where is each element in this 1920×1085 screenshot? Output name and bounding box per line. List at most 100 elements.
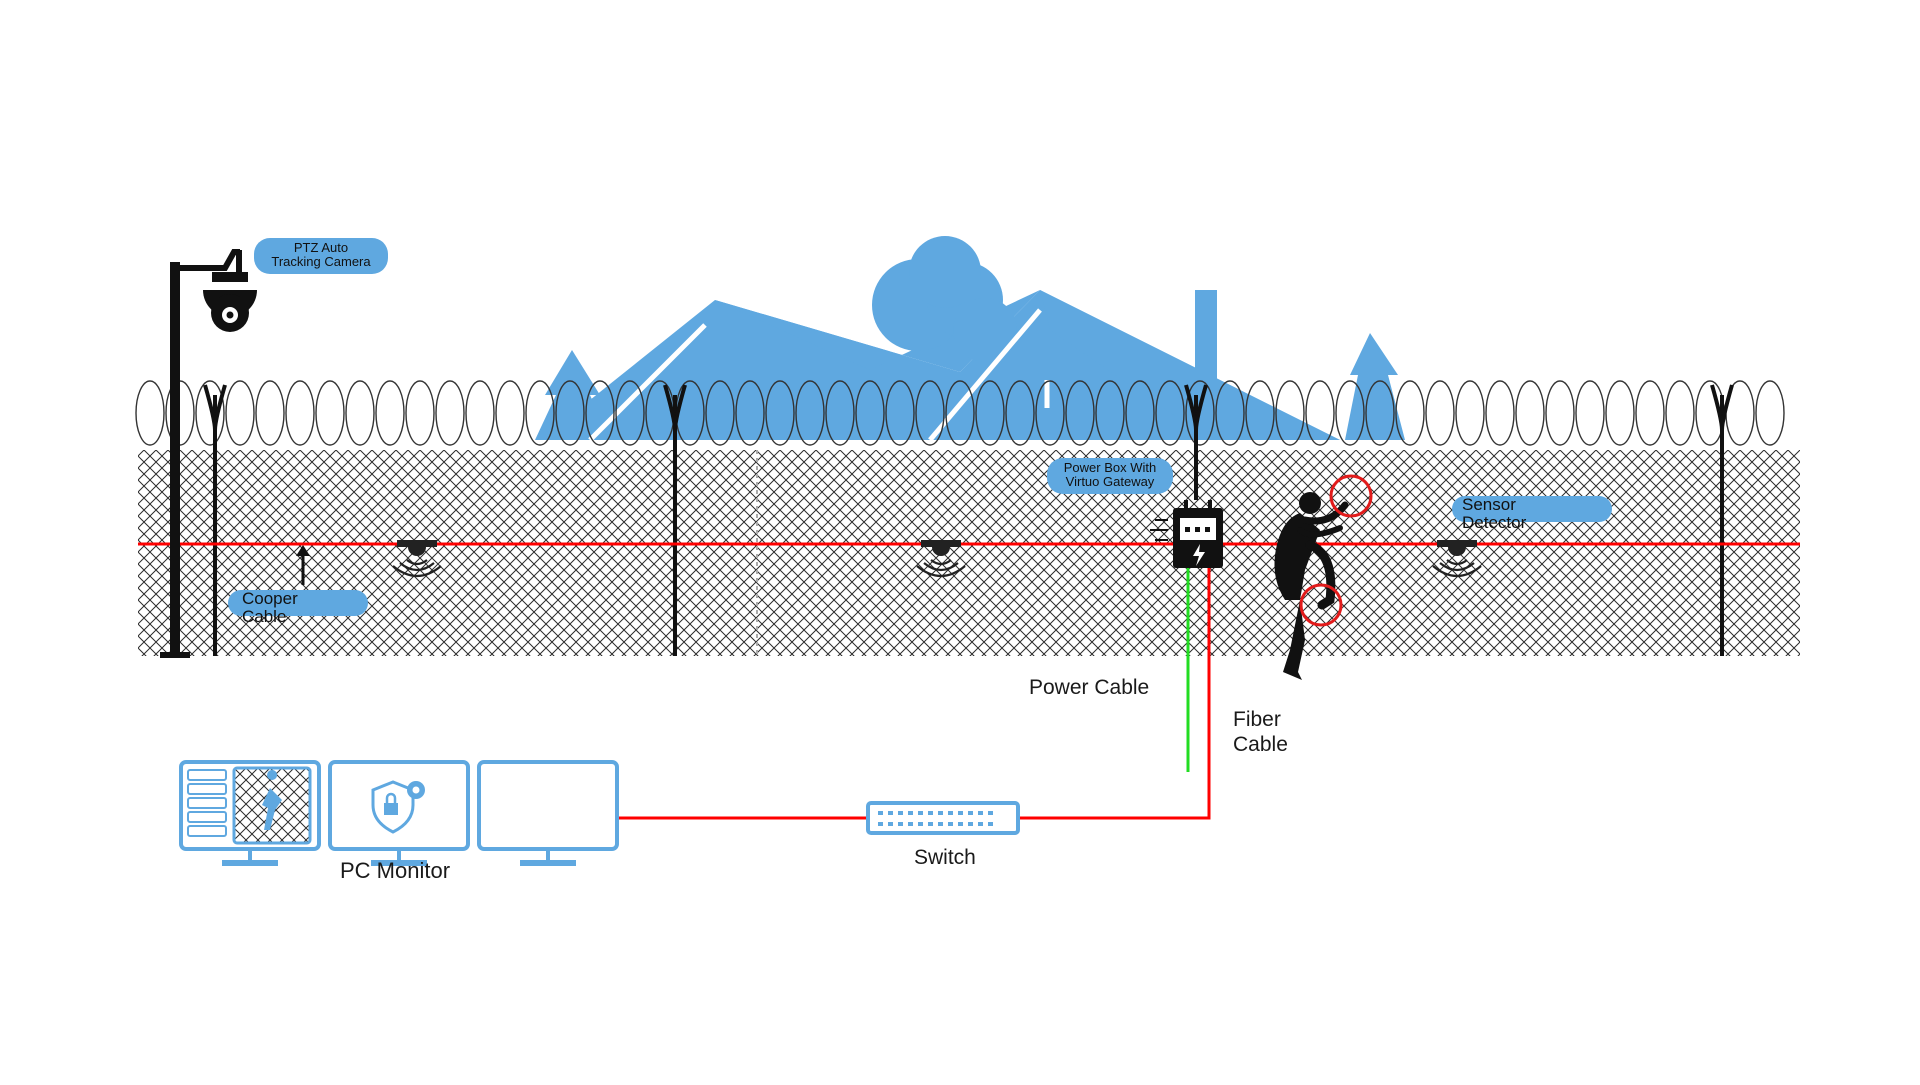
copper-cable-label-line-1: Cooper <box>242 589 298 608</box>
razor-wire-coil <box>1665 380 1695 446</box>
razor-wire-coil <box>855 380 885 446</box>
razor-wire-coil <box>1605 380 1635 446</box>
razor-wire-coil <box>1305 380 1335 446</box>
monitor-icon <box>179 760 321 866</box>
switch-port <box>888 811 893 815</box>
razor-wire-coil <box>255 380 285 446</box>
razor-wire-coil <box>945 380 975 446</box>
switch-port <box>988 811 993 815</box>
razor-wire-coil <box>885 380 915 446</box>
razor-wire-coil <box>465 380 495 446</box>
fiber-cable-to-switch <box>1018 568 1211 820</box>
razor-wire-coil <box>585 380 615 446</box>
razor-wire-coil <box>1185 380 1215 446</box>
razor-wire-coil <box>1245 380 1275 446</box>
razor-wire-coil <box>1335 380 1365 446</box>
ptz-dome-camera-icon <box>160 249 257 658</box>
sensor-detector-label-line-1: Sensor <box>1462 495 1516 514</box>
razor-wire-coil <box>525 380 555 446</box>
razor-wire-coil <box>705 380 735 446</box>
razor-wire-coil <box>285 380 315 446</box>
razor-wire-coil <box>1155 380 1185 446</box>
razor-wire-coil <box>1455 380 1485 446</box>
fence-posts <box>203 384 1734 656</box>
razor-wire-coil <box>495 380 525 446</box>
razor-wire-coil <box>1755 380 1785 446</box>
razor-wire-coil <box>1365 380 1395 446</box>
razor-wire-coil <box>195 380 225 446</box>
fiber-cable-label-line-2: Cable <box>1233 733 1288 757</box>
razor-wire-coil <box>135 380 165 446</box>
switch-port <box>898 822 903 826</box>
camera-label-line-1: PTZ Auto <box>293 240 349 255</box>
copper-cable-arrow-icon <box>296 545 310 585</box>
fiber-cable-label: Fiber Cable <box>1233 707 1288 757</box>
switch-port <box>938 811 943 815</box>
monitor-icon <box>477 760 619 866</box>
razor-wire-coil <box>1275 380 1305 446</box>
razor-wire-coil <box>225 380 255 446</box>
house-windows <box>588 308 1050 442</box>
switch-port <box>978 822 983 826</box>
camera-label-line-2: Tracking Camera <box>271 253 371 269</box>
switch-port <box>898 811 903 815</box>
switch-port <box>908 811 913 815</box>
switch-port <box>988 822 993 826</box>
switch-port <box>958 811 963 815</box>
razor-wire-coil <box>915 380 945 446</box>
power-box-label: Power Box With Virtuo Gateway <box>1047 458 1173 494</box>
switch-port <box>968 811 973 815</box>
switch-port <box>928 811 933 815</box>
razor-wire-coil <box>1575 380 1605 446</box>
razor-wire-coil <box>1215 380 1245 446</box>
power-box-icon <box>1150 500 1223 568</box>
razor-wire-coil <box>375 380 405 446</box>
razor-wire-coil <box>435 380 465 446</box>
switch-port <box>968 822 973 826</box>
razor-wire-coil <box>1065 380 1095 446</box>
razor-wire-coil <box>1485 380 1515 446</box>
copper-cable-label: Cooper Cable <box>228 589 368 625</box>
switch-port <box>928 822 933 826</box>
monitor-icon <box>328 760 470 866</box>
razor-wire-coil <box>1425 380 1455 446</box>
vibration-sensor-icon <box>915 540 967 578</box>
switch-port <box>938 822 943 826</box>
power-box-label-line-2: Virtuo Gateway <box>1065 473 1155 489</box>
razor-wire-coil <box>1635 380 1665 446</box>
razor-wire-coil <box>1545 380 1575 446</box>
switch-port <box>888 822 893 826</box>
switch-port <box>978 811 983 815</box>
razor-wire-coil <box>1395 380 1425 446</box>
razor-wire-coil <box>825 380 855 446</box>
switch-port <box>918 811 923 815</box>
switch-port <box>948 822 953 826</box>
switch-port <box>948 811 953 815</box>
pc-monitor-label: PC Monitor <box>340 858 451 883</box>
razor-wire-coil <box>615 380 645 446</box>
vibration-sensor-icon <box>391 540 443 578</box>
power-box-label-line-1: Power Box With <box>1063 460 1157 475</box>
vibration-sensor-icon <box>1431 540 1483 578</box>
camera-feed-thumbnail <box>232 766 312 845</box>
razor-wire-coil <box>765 380 795 446</box>
razor-wire-coil <box>315 380 345 446</box>
razor-wire-coil <box>795 380 825 446</box>
razor-wire-coil <box>405 380 435 446</box>
power-cable-label: Power Cable <box>1029 676 1150 699</box>
razor-wire-coil <box>1515 380 1545 446</box>
fiber-cable-label-line-1: Fiber <box>1233 708 1281 731</box>
razor-wire-coil <box>1095 380 1125 446</box>
razor-wire-coil <box>345 380 375 446</box>
switch-port <box>878 822 883 826</box>
camera-label: PTZ Auto Tracking Camera <box>254 238 388 274</box>
server-rack-thumbnail <box>187 769 227 837</box>
razor-wire-coil <box>975 380 1005 446</box>
sensor-detector-label: Sensor Detector <box>1452 495 1612 531</box>
razor-wire-coil <box>1035 380 1065 446</box>
razor-wire-coil <box>1125 380 1155 446</box>
razor-wire-coil <box>555 380 585 446</box>
switch-port <box>878 811 883 815</box>
